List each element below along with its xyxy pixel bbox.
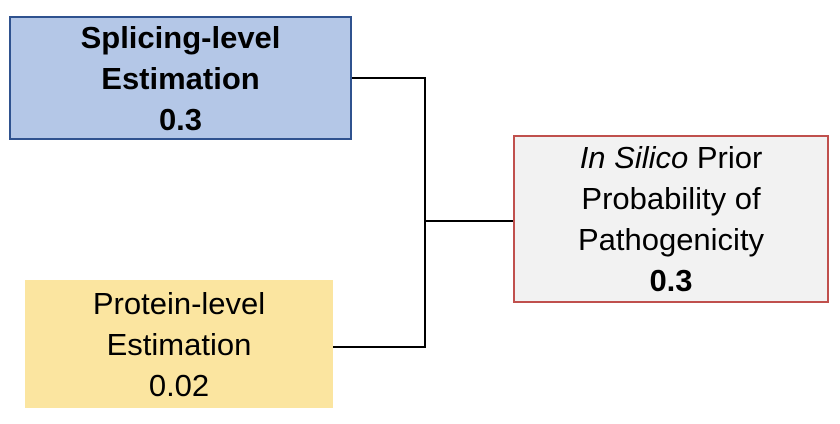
bracket-connector <box>333 77 426 348</box>
prior-label-line3: Pathogenicity <box>577 222 765 257</box>
splicing-label-line2: Estimation <box>101 60 260 96</box>
protein-label-line2: Estimation <box>106 326 252 362</box>
prior-value: 0.3 <box>649 263 693 298</box>
splicing-level-estimation-box: Splicing-level Estimation 0.3 <box>9 16 352 140</box>
prior-label-line1: In Silico Prior <box>580 137 763 178</box>
prior-probability-box: In Silico Prior Probability of Pathogeni… <box>513 135 829 303</box>
prior-label-line1-rest: Prior <box>696 140 763 175</box>
splicing-value: 0.3 <box>158 101 203 137</box>
protein-label-line1: Protein-level <box>92 285 266 321</box>
protein-value: 0.02 <box>148 367 210 403</box>
prior-italic-text: In Silico <box>579 140 689 175</box>
protein-level-estimation-box: Protein-level Estimation 0.02 <box>25 280 333 408</box>
splicing-label-line1: Splicing-level <box>80 19 281 55</box>
prior-label-line2: Probability of <box>581 181 761 216</box>
